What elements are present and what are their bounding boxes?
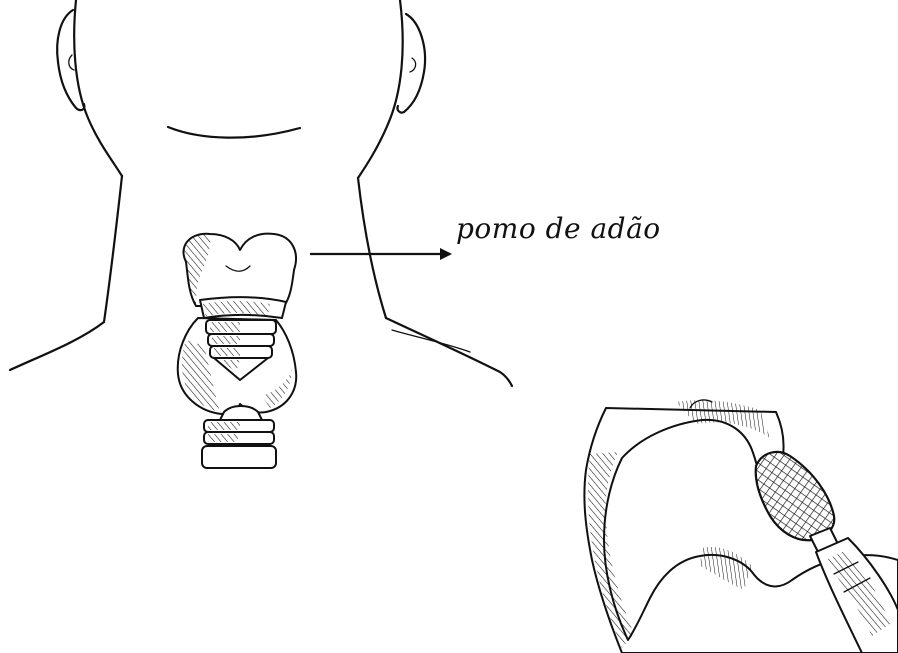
adams-apple-label: pomo de adão bbox=[456, 212, 661, 245]
larynx-cartilage bbox=[178, 234, 296, 468]
